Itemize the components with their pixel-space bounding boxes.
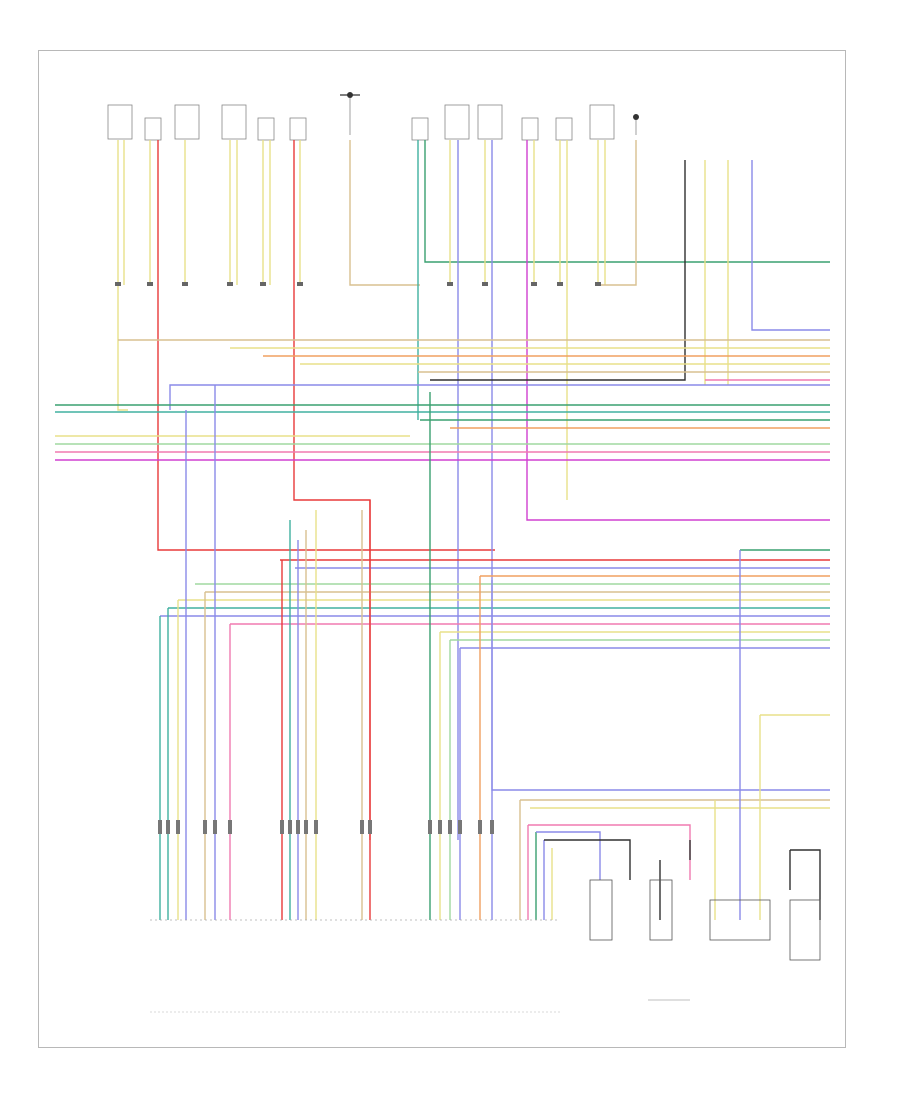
connector-tr1 xyxy=(411,117,429,141)
sensor-a-box xyxy=(589,879,613,941)
connector-tr6 xyxy=(589,104,615,140)
pin-markers xyxy=(115,282,601,286)
right-part-box xyxy=(789,899,821,961)
top-left-connectors xyxy=(107,104,615,141)
connector-tl6 xyxy=(289,117,307,141)
connector-tr2 xyxy=(444,104,470,140)
connector-tl2 xyxy=(144,117,162,141)
diagram-frame xyxy=(38,50,846,1048)
bottom-vertical-wires xyxy=(159,385,821,920)
top-vertical-wires xyxy=(117,140,830,840)
connector-tl3 xyxy=(174,104,200,140)
connector-tl5 xyxy=(257,117,275,141)
connector-tr4 xyxy=(521,117,539,141)
connector-tl1 xyxy=(107,104,133,140)
right-sensor-icon xyxy=(633,114,639,120)
sensor-b-box xyxy=(649,879,673,941)
horizontal-harness xyxy=(55,339,830,809)
connector-tr5 xyxy=(555,117,573,141)
connector-tr3 xyxy=(477,104,503,140)
connector-tl4 xyxy=(221,104,247,140)
bottom-connector-band xyxy=(158,820,494,834)
bottom-components xyxy=(589,879,821,1001)
top-sensors xyxy=(340,92,639,135)
module-c-box xyxy=(709,899,771,941)
